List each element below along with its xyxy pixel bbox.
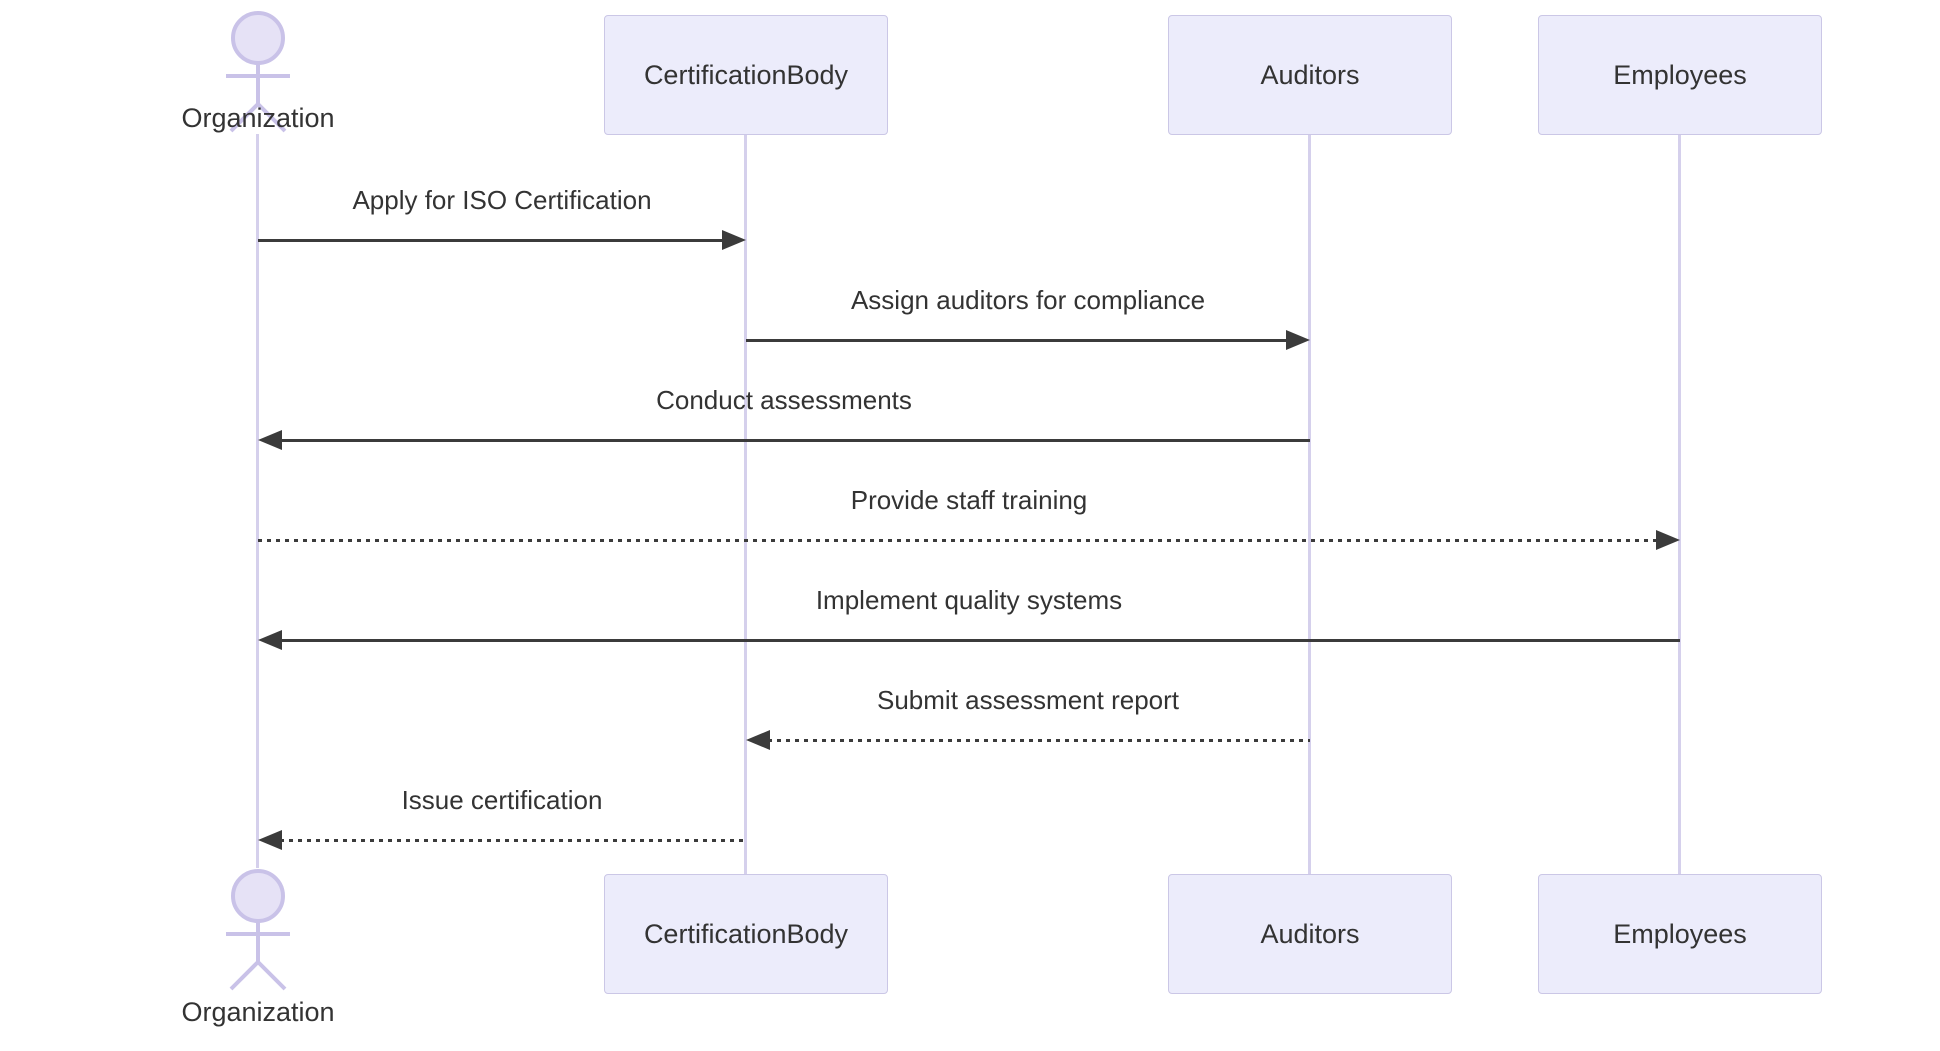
message-label-5: Implement quality systems	[815, 585, 1123, 615]
actor-head	[231, 11, 285, 65]
lifeline-organization	[256, 134, 259, 868]
message-line-3	[280, 439, 1310, 442]
actor-label-organization-top: Organization	[181, 103, 335, 133]
actor-head	[231, 869, 285, 923]
actor-icon	[226, 11, 290, 133]
message-line-5	[280, 639, 1680, 642]
arrowhead-left-icon	[258, 430, 282, 450]
participant-box-auditors-top: Auditors	[1168, 15, 1452, 135]
actor-leg-left	[229, 102, 260, 133]
lifeline-certificationbody	[744, 134, 747, 874]
participant-box-employees-top: Employees	[1538, 15, 1822, 135]
message-line-7	[280, 839, 746, 842]
actor-leg-right	[256, 102, 287, 133]
participant-label: Employees	[1613, 59, 1747, 90]
message-line-6	[768, 739, 1310, 742]
lifeline-employees	[1678, 134, 1681, 874]
arrowhead-right-icon	[722, 230, 746, 250]
actor-leg-left	[229, 960, 260, 991]
arrowhead-right-icon	[1656, 530, 1680, 550]
arrowhead-left-icon	[746, 730, 770, 750]
message-label-2: Assign auditors for compliance	[850, 285, 1206, 315]
participant-label: CertificationBody	[643, 59, 849, 90]
arrowhead-left-icon	[258, 830, 282, 850]
message-line-2	[746, 339, 1288, 342]
participant-box-auditors-bottom: Auditors	[1168, 874, 1452, 994]
participant-label: Employees	[1613, 918, 1747, 949]
lifeline-auditors	[1308, 134, 1311, 874]
participant-box-certificationbody-top: CertificationBody	[604, 15, 888, 135]
participant-box-certificationbody-bottom: CertificationBody	[604, 874, 888, 994]
participant-label: Auditors	[1260, 59, 1360, 90]
message-label-6: Submit assessment report	[876, 685, 1180, 715]
arrowhead-right-icon	[1286, 330, 1310, 350]
message-label-1: Apply for ISO Certification	[352, 185, 652, 215]
actor-icon	[226, 869, 290, 991]
participant-label: CertificationBody	[643, 918, 849, 949]
arrowhead-left-icon	[258, 630, 282, 650]
message-label-4: Provide staff training	[850, 485, 1088, 515]
participant-label: Auditors	[1260, 918, 1360, 949]
actor-leg-right	[256, 960, 287, 991]
message-label-7: Issue certification	[401, 785, 603, 815]
actor-label-organization-bottom: Organization	[181, 997, 335, 1027]
message-label-3: Conduct assessments	[656, 385, 912, 415]
message-line-1	[258, 239, 726, 242]
participant-box-employees-bottom: Employees	[1538, 874, 1822, 994]
message-line-4	[258, 539, 1658, 542]
